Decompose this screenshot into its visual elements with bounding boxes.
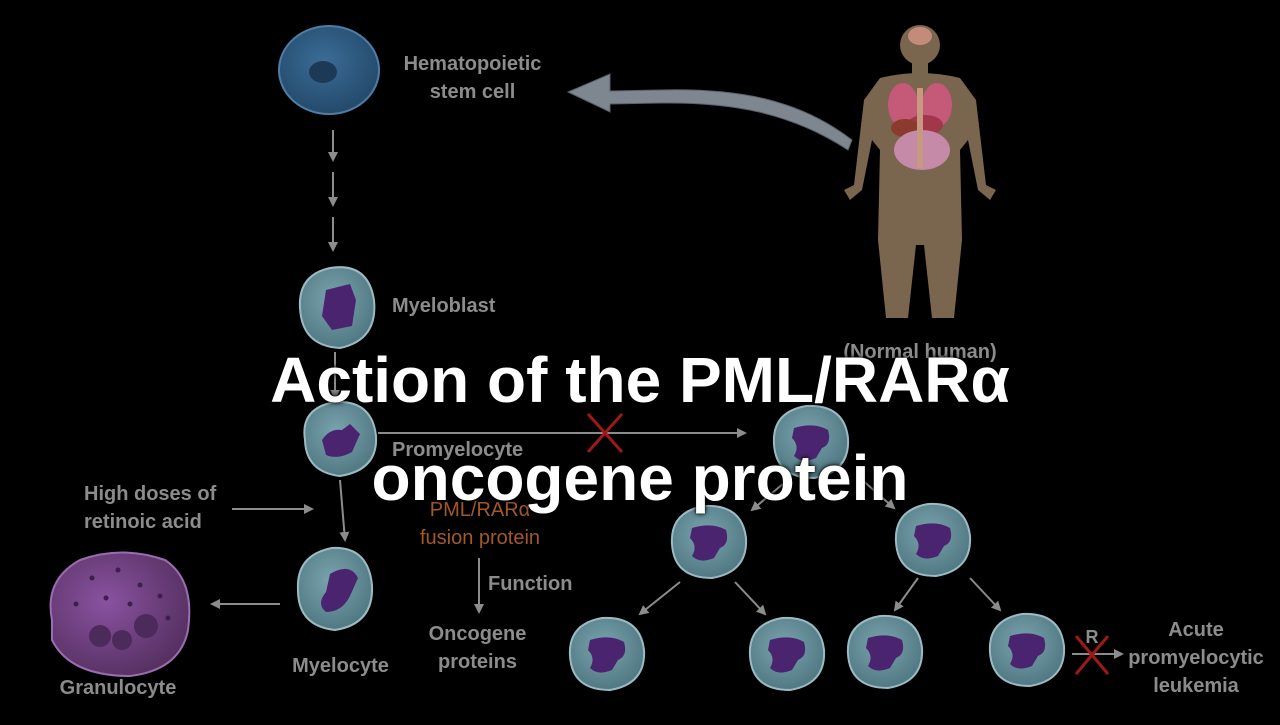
- leukemic-cell-gen3-b: [748, 616, 826, 692]
- normal-human-label: (Normal human): [843, 341, 997, 363]
- fusion-protein-label-line2: fusion protein: [419, 527, 541, 549]
- human-figure: [844, 25, 996, 318]
- promyelocyte-cell: [303, 400, 378, 478]
- apl-label-line3: leukemia: [1153, 675, 1239, 697]
- receptor-label: R: [1085, 627, 1099, 647]
- differentiation-arrows: [210, 130, 747, 614]
- myelocyte-cell: [296, 546, 374, 632]
- stem-cell-label-line2: stem cell: [429, 81, 516, 103]
- leukemic-cell-gen3-a: [568, 616, 646, 692]
- leukemic-cell-gen2-right: [894, 502, 972, 578]
- leukemic-cell-gen3-c: [846, 614, 924, 690]
- promyelocyte-label: Promyelocyte: [392, 439, 524, 461]
- blocked-differentiation-mark: [586, 412, 624, 454]
- big-curved-arrow: [566, 73, 853, 151]
- myelocyte-label: Myelocyte: [292, 655, 389, 677]
- apl-label-line2: promyelocytic: [1128, 647, 1264, 669]
- myeloblast-label: Myeloblast: [392, 295, 496, 317]
- leukemic-cell-gen3-d: [988, 612, 1066, 688]
- apl-label: Acute promyelocytic leukemia: [1120, 616, 1272, 700]
- retinoic-acid-label: High doses of retinoic acid: [84, 480, 216, 536]
- function-label: Function: [488, 573, 573, 595]
- granulocyte-label: Granulocyte: [59, 677, 177, 699]
- receptor-blocked-mark: [1074, 635, 1110, 675]
- oncogene-proteins-label-line1: Oncogene: [428, 623, 527, 645]
- title-line-2: oncogene protein: [371, 442, 909, 514]
- retinoic-acid-label-line2: retinoic acid: [84, 511, 202, 533]
- title-line-1: Action of the PML/RARα: [270, 344, 1010, 416]
- leukemic-promyelocytes: [568, 404, 1066, 692]
- proliferation-arrows: [638, 477, 1124, 659]
- stem-cell-label: Hematopoietic stem cell: [385, 50, 560, 106]
- leukemic-cell-gen2-left: [670, 504, 748, 580]
- fusion-protein-label-line1: PML/RARα: [429, 499, 531, 521]
- leukemic-cell-gen1: [772, 404, 850, 480]
- apl-label-line1: Acute: [1168, 619, 1224, 641]
- retinoic-acid-label-line1: High doses of: [84, 483, 217, 505]
- stem-cell-label-line1: Hematopoietic: [403, 53, 542, 75]
- stem-cell: [278, 25, 380, 115]
- granulocyte-cell: [49, 551, 191, 678]
- oncogene-proteins-label: Oncogene proteins: [410, 620, 545, 676]
- oncogene-proteins-label-line2: proteins: [438, 651, 517, 673]
- myeloblast-cell: [298, 266, 376, 350]
- fusion-protein-label: PML/RARα fusion protein: [395, 496, 565, 552]
